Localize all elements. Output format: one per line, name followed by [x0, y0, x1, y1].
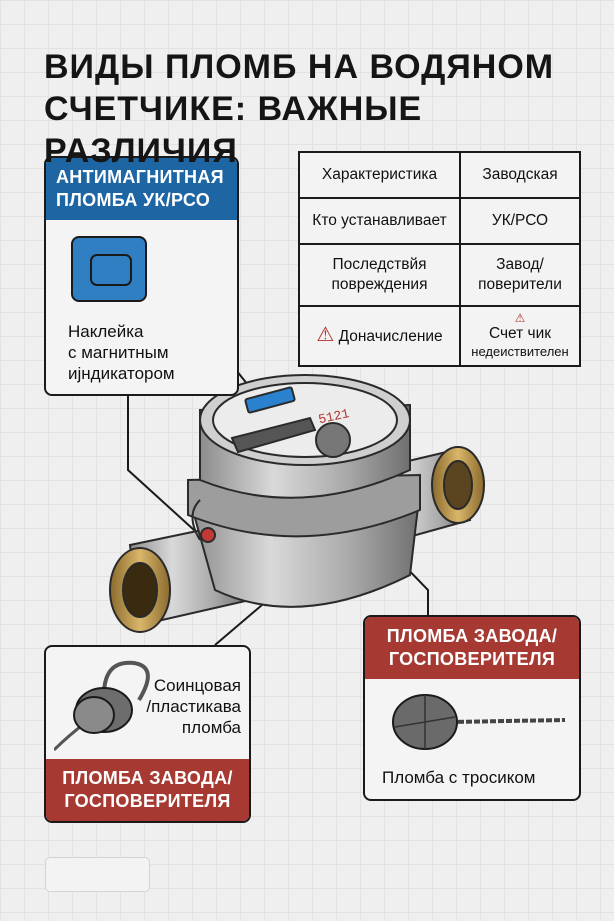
wire-seal-description: Пломба с тросиком [382, 768, 536, 787]
header-line: ПЛОМБА ЗАВОДА/ [386, 626, 558, 646]
meter-body [109, 374, 485, 633]
title-line-2: СЧЕТЧИКЕ: ВАЖНЫЕ РАЗЛИЧИЯ [44, 90, 423, 170]
antimagnetic-seal-card: АНТИМАГНИТНАЯ ПЛОМБА УК/РСО Наклейка с м… [44, 156, 239, 396]
antimagnetic-description: Наклейка с магнитным ијндикатором [68, 321, 175, 384]
cell-subtext: недеиствителен [471, 344, 569, 359]
desc-line: ијндикатором [68, 364, 175, 383]
counter-digits: 5121 [317, 406, 351, 427]
title-line-1: ВИДЫ ПЛОМБ НА ВОДЯНОМ [44, 48, 555, 86]
page-title: ВИДЫ ПЛОМБ НА ВОДЯНОМ СЧЕТЧИКЕ: ВАЖНЫЕ Р… [44, 46, 614, 172]
cell-text: Доначисление [338, 328, 443, 345]
table-cell: Заводская [459, 151, 581, 199]
antimagnetic-card-header: АНТИМАГНИТНАЯ ПЛОМБА УК/РСО [46, 158, 237, 220]
warning-icon: ⚠ [316, 324, 335, 346]
lead-seal-description: Соинцовая /пластикава пломба [146, 675, 241, 738]
table-cell: Характеристика [298, 151, 461, 199]
table-cell: УК/РСО [459, 197, 581, 245]
warning-icon: ⚠ [514, 311, 526, 325]
table-cell: ⚠ Доначисление [298, 305, 461, 367]
lead-seal-card: Соинцовая /пластикава пломба ПЛОМБА ЗАВО… [44, 645, 251, 823]
desc-line: с магнитным [68, 343, 169, 362]
header-line: АНТИМАГНИТНАЯ [56, 167, 224, 187]
table-cell: ⚠Счет чик недеиствителен [459, 305, 581, 367]
table-cell: Кто устанавливает [298, 197, 461, 245]
empty-placeholder-box [45, 857, 150, 892]
magnetic-sticker-icon [71, 236, 147, 302]
desc-line: Наклейка [68, 322, 144, 341]
cell-text: Счет чик [488, 325, 552, 342]
wire-seal-icon [392, 694, 566, 750]
table-cell: Последствйя повреждения [298, 243, 461, 307]
desc-line: /пластикава [146, 697, 241, 716]
desc-line: пломба [181, 718, 241, 737]
lead-seal-icon [54, 660, 150, 752]
wire-seal-header: ПЛОМБА ЗАВОДА/ ГОСПОВЕРИТЕЛЯ [365, 617, 579, 679]
wire-seal-card: ПЛОМБА ЗАВОДА/ ГОСПОВЕРИТЕЛЯ Пломба с тр… [363, 615, 581, 801]
lead-seal-header: ПЛОМБА ЗАВОДА/ ГОСПОВЕРИТЕЛЯ [46, 759, 249, 821]
table-cell: Завод/ поверители [459, 243, 581, 307]
header-line: ПЛОМБА УК/РСО [56, 190, 211, 210]
header-line: ГОСПОВЕРИТЕЛЯ [388, 649, 556, 669]
desc-line: Соинцовая [153, 676, 241, 695]
header-line: ПЛОМБА ЗАВОДА/ [62, 768, 233, 788]
header-line: ГОСПОВЕРИТЕЛЯ [64, 791, 231, 811]
